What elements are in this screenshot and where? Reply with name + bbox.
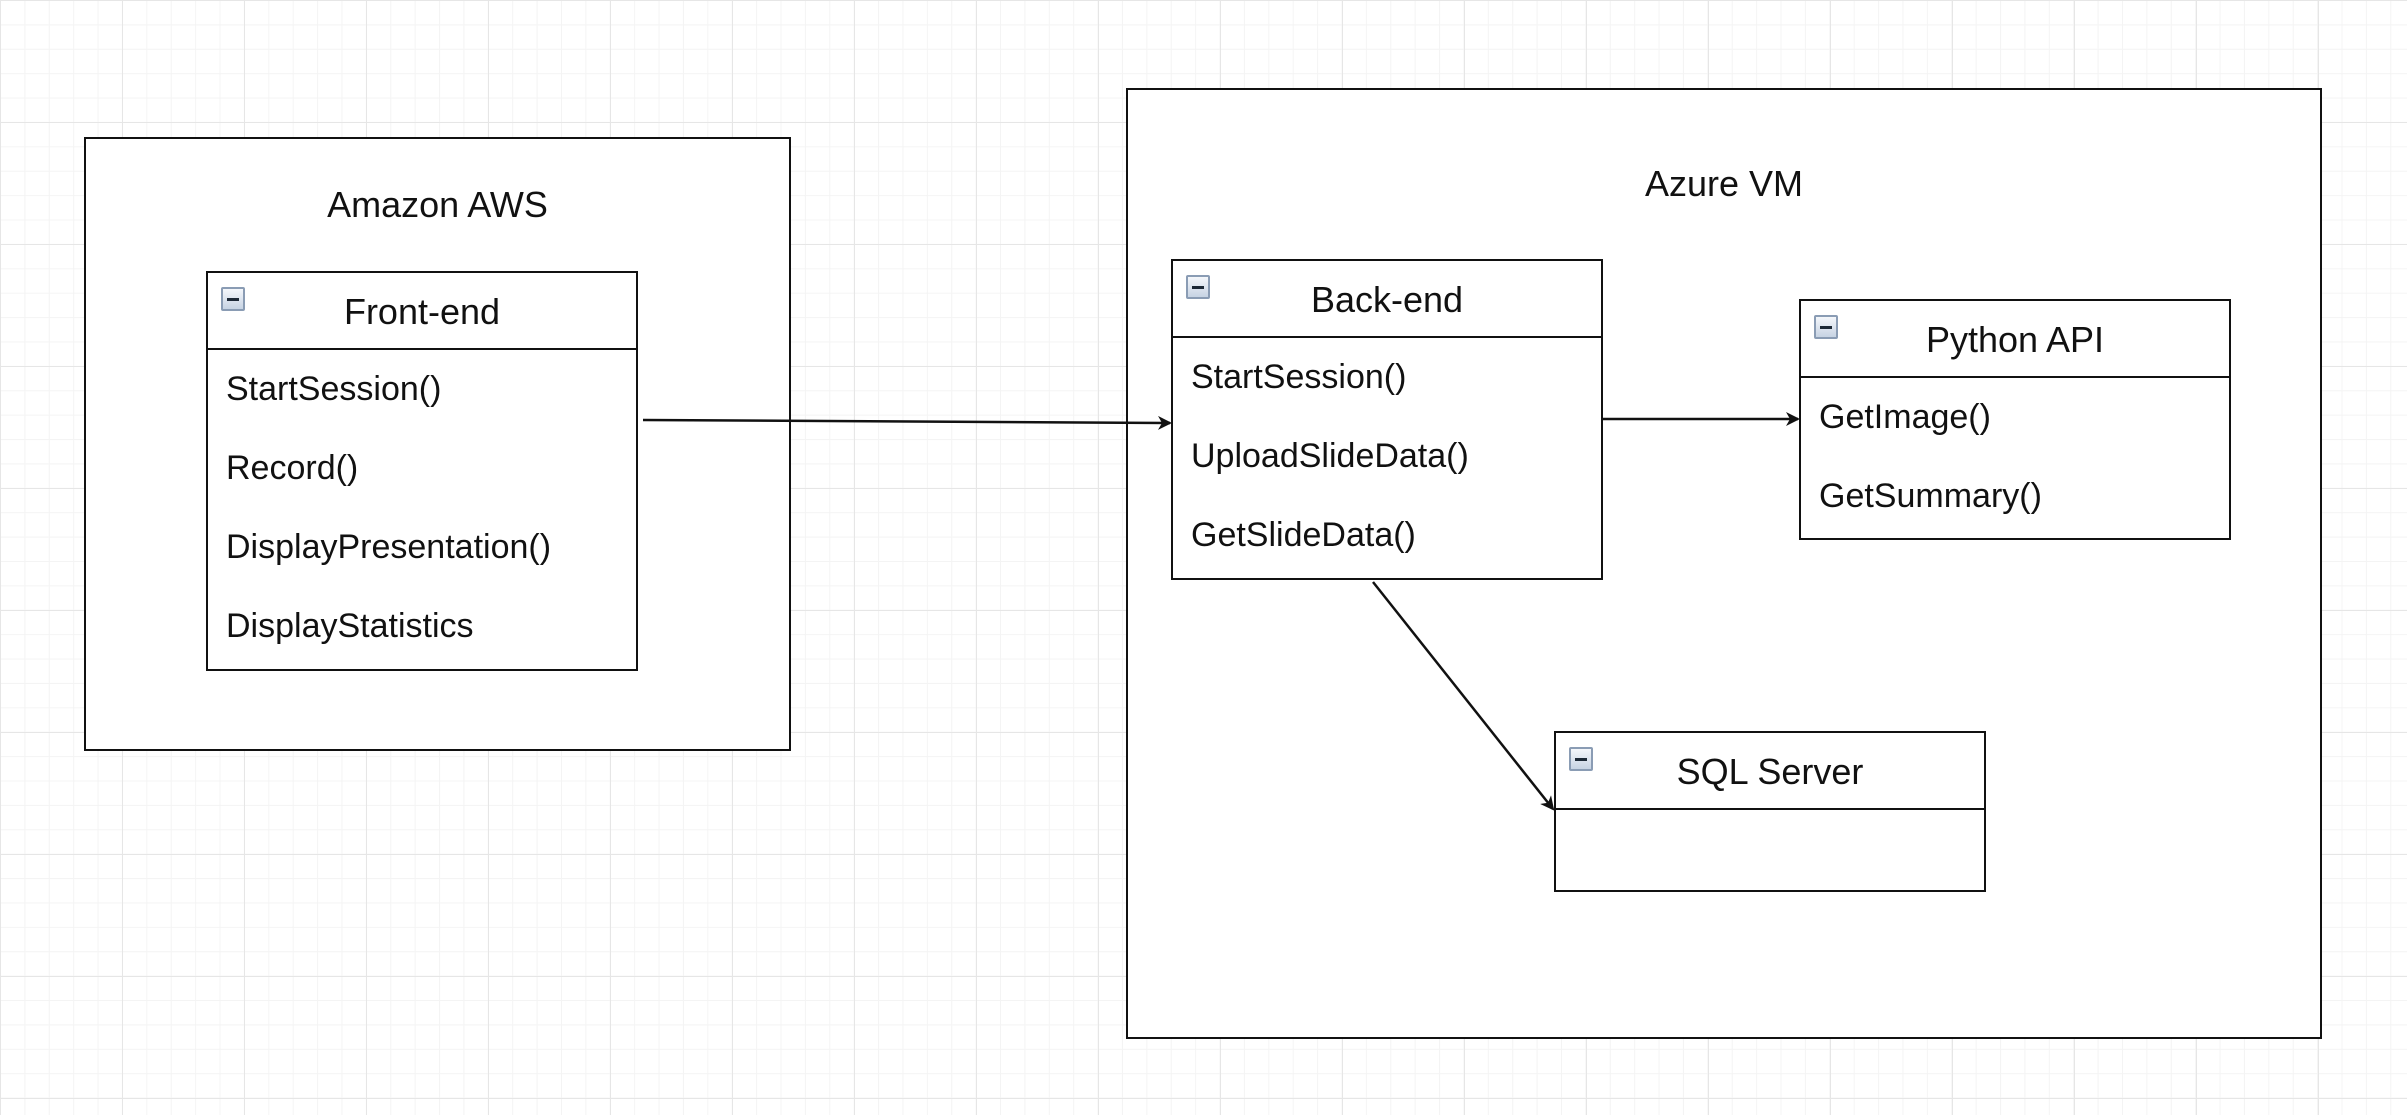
frontend-method[interactable]: DisplayPresentation() — [226, 528, 552, 566]
sql-server-class-title: SQL Server — [1676, 751, 1864, 792]
python-api-method[interactable]: GetSummary() — [1819, 477, 2042, 515]
azure-container-title: Azure VM — [1644, 163, 1804, 204]
backend-methods: StartSession() UploadSlideData() GetSlid… — [1173, 338, 1601, 575]
python-api-method[interactable]: GetImage() — [1819, 398, 1991, 436]
python-api-class-title: Python API — [1925, 319, 2105, 360]
frontend-method[interactable]: DisplayStatistics — [226, 607, 474, 645]
collapse-icon[interactable] — [1186, 275, 1210, 299]
frontend-method[interactable]: Record() — [226, 449, 359, 487]
collapse-icon[interactable] — [1814, 315, 1838, 339]
python-api-class-header[interactable]: Python API — [1801, 301, 2229, 378]
sql-server-class-header[interactable]: SQL Server — [1556, 733, 1984, 810]
backend-method[interactable]: StartSession() — [1191, 358, 1407, 396]
backend-class-header[interactable]: Back-end — [1173, 261, 1601, 338]
sql-server-class[interactable]: SQL Server — [1554, 731, 1986, 892]
collapse-icon[interactable] — [221, 287, 245, 311]
frontend-class[interactable]: Front-end StartSession() Record() Displa… — [206, 271, 638, 671]
backend-method[interactable]: GetSlideData() — [1191, 516, 1416, 554]
frontend-methods: StartSession() Record() DisplayPresentat… — [208, 350, 636, 666]
aws-container-title: Amazon AWS — [327, 184, 548, 225]
python-api-class[interactable]: Python API GetImage() GetSummary() — [1799, 299, 2231, 540]
python-api-methods: GetImage() GetSummary() — [1801, 378, 2229, 536]
frontend-class-header[interactable]: Front-end — [208, 273, 636, 350]
backend-to-sql-server-arrow[interactable] — [1372, 581, 1555, 811]
collapse-icon[interactable] — [1569, 747, 1593, 771]
backend-class-title: Back-end — [1310, 279, 1464, 320]
frontend-method[interactable]: StartSession() — [226, 370, 442, 408]
backend-method[interactable]: UploadSlideData() — [1191, 437, 1469, 475]
frontend-class-title: Front-end — [343, 291, 501, 332]
backend-class[interactable]: Back-end StartSession() UploadSlideData(… — [1171, 259, 1603, 580]
frontend-to-backend-arrow[interactable] — [642, 415, 1172, 430]
